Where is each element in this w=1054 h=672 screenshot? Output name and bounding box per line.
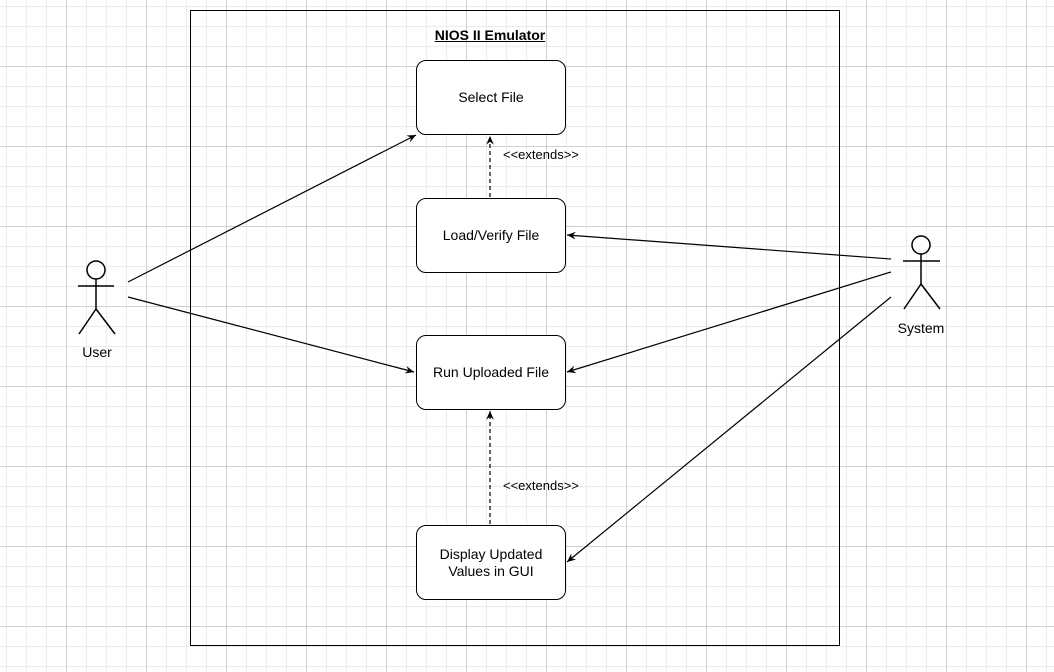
use-case-select-file[interactable]: Select File: [416, 60, 566, 135]
user-actor-figure[interactable]: [78, 260, 116, 335]
extends-label-bottom: <<extends>>: [503, 478, 579, 493]
system-actor-figure[interactable]: [903, 235, 941, 310]
system-to-display-values-arrow[interactable]: [566, 296, 892, 563]
system-to-run-file-arrow[interactable]: [566, 271, 892, 374]
extends-label-top: <<extends>>: [503, 147, 579, 162]
user-to-select-file-arrow[interactable]: [127, 134, 417, 283]
system-actor-label: System: [897, 320, 945, 336]
system-boundary-title: NIOS II Emulator: [434, 27, 546, 43]
use-case-display-updated-values[interactable]: Display Updated Values in GUI: [416, 525, 566, 600]
system-to-load-verify-arrow[interactable]: [566, 231, 892, 260]
system-boundary: [190, 10, 840, 646]
user-actor-label: User: [82, 344, 112, 360]
use-case-load-verify-file[interactable]: Load/Verify File: [416, 198, 566, 273]
user-to-run-file-arrow[interactable]: [127, 296, 415, 374]
use-case-run-uploaded-file[interactable]: Run Uploaded File: [416, 335, 566, 410]
